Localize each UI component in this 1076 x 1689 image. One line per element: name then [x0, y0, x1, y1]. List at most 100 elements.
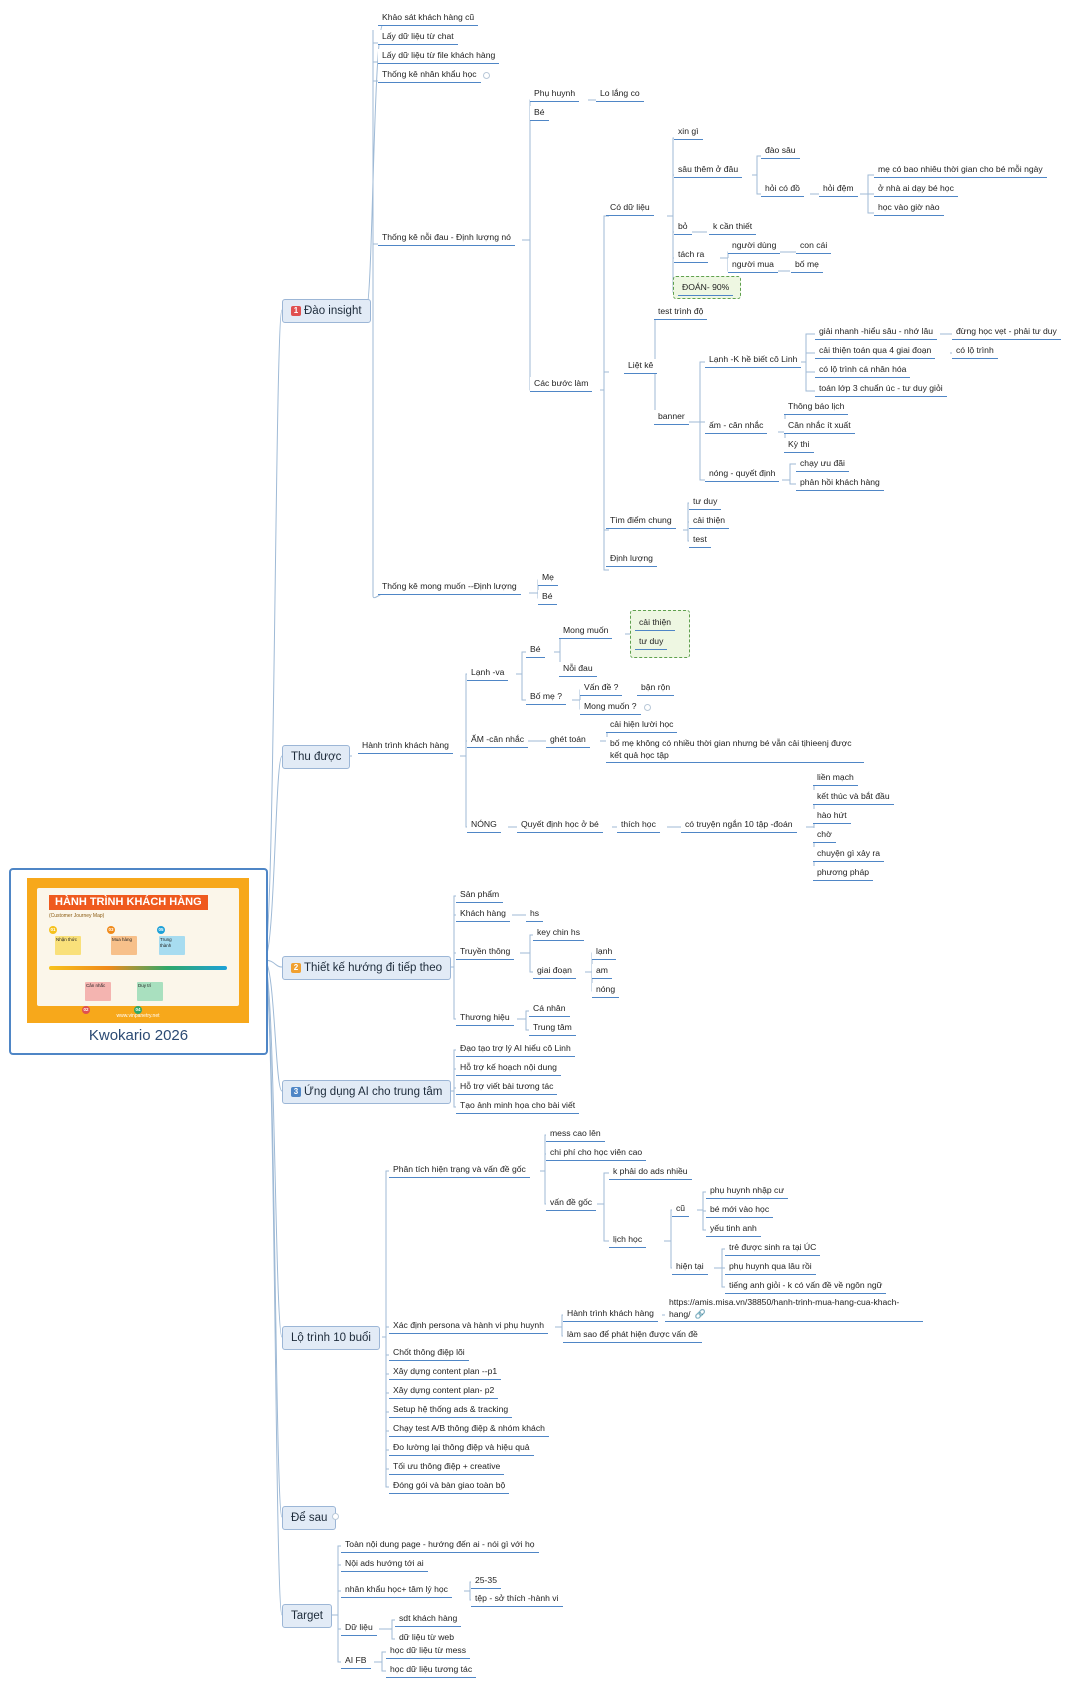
- collapse-toggle[interactable]: [483, 72, 490, 79]
- subtopic[interactable]: Dữ liệu: [341, 1621, 377, 1636]
- subtopic[interactable]: học vào giờ nào: [874, 201, 944, 216]
- subtopic[interactable]: Đóng gói và bàn giao toàn bộ: [389, 1479, 510, 1494]
- subtopic[interactable]: có lộ trình: [952, 344, 998, 359]
- subtopic[interactable]: Bố mẹ ?: [526, 690, 567, 705]
- subtopic[interactable]: liền mạch: [813, 771, 858, 786]
- subtopic[interactable]: người dùng: [728, 239, 781, 254]
- subtopic[interactable]: Toàn nội dung page - hướng đến ai - nói …: [341, 1538, 539, 1553]
- subtopic[interactable]: Phụ huynh: [530, 87, 580, 102]
- link-subtopic[interactable]: https://amis.misa.vn/38850/hanh-trinh-mu…: [665, 1296, 923, 1322]
- subtopic[interactable]: Bé: [526, 643, 545, 658]
- subtopic[interactable]: Tìm điểm chung: [606, 514, 676, 529]
- subtopic[interactable]: đào sâu: [761, 144, 800, 159]
- subtopic[interactable]: Đo lường lại thông điệp và hiệu quả: [389, 1441, 534, 1456]
- subtopic[interactable]: làm sao để phát hiện được vấn đề: [563, 1328, 702, 1343]
- subtopic[interactable]: cải thiện: [689, 514, 730, 529]
- subtopic[interactable]: yếu tinh anh: [706, 1222, 761, 1237]
- subtopic[interactable]: nhân khẩu học+ tâm lý học: [341, 1583, 452, 1598]
- collapse-toggle[interactable]: [332, 1513, 339, 1520]
- subtopic[interactable]: bỏ: [674, 220, 692, 235]
- subtopic[interactable]: k phải do ads nhiều: [609, 1165, 692, 1180]
- subtopic[interactable]: tách ra: [674, 248, 709, 263]
- subtopic[interactable]: Trung tâm: [529, 1021, 576, 1036]
- subtopic[interactable]: học dữ liệu tương tác: [386, 1663, 477, 1678]
- subtopic[interactable]: con cái: [796, 239, 832, 254]
- subtopic[interactable]: bố mẹ không có nhiều thời gian nhưng bé …: [606, 737, 864, 763]
- link-icon[interactable]: 🔗: [694, 1309, 706, 1319]
- subtopic[interactable]: am: [592, 964, 612, 979]
- hyperlink-url[interactable]: https://amis.misa.vn/38850/hanh-trinh-mu…: [669, 1297, 900, 1319]
- subtopic[interactable]: Thương hiệu: [456, 1011, 514, 1026]
- topic-target[interactable]: Target: [282, 1604, 332, 1628]
- subtopic[interactable]: phụ huynh qua lâu rồi: [725, 1260, 816, 1275]
- subtopic[interactable]: học dữ liệu từ mess: [386, 1644, 470, 1659]
- subtopic[interactable]: chi phí cho học viên cao: [546, 1146, 647, 1161]
- subtopic[interactable]: thích học: [617, 818, 660, 833]
- subtopic[interactable]: cải thiện: [635, 616, 676, 631]
- subtopic[interactable]: Cá nhân: [529, 1002, 570, 1017]
- subtopic[interactable]: Đạo tạo trợ lý AI hiểu cô Linh: [456, 1042, 575, 1057]
- subtopic[interactable]: tiếng anh giỏi - k có vấn đề về ngôn ngữ: [725, 1279, 887, 1294]
- subtopic[interactable]: sâu thêm ở đâu: [674, 163, 743, 178]
- subtopic[interactable]: Chạy test A/B thông điệp & nhóm khách: [389, 1422, 549, 1437]
- subtopic[interactable]: ẤM -cân nhắc: [467, 733, 529, 748]
- subtopic[interactable]: Xây dựng content plan- p2: [389, 1384, 499, 1399]
- subtopic[interactable]: người mua: [728, 258, 778, 273]
- subtopic[interactable]: ấm - cân nhắc: [705, 419, 768, 434]
- subtopic[interactable]: Bé: [530, 106, 549, 121]
- subtopic[interactable]: trẻ được sinh ra tại ÚC: [725, 1241, 821, 1256]
- subtopic[interactable]: chờ: [813, 828, 836, 843]
- subtopic[interactable]: test: [689, 533, 711, 548]
- subtopic[interactable]: Cân nhắc ít xuất: [784, 419, 855, 434]
- subtopic[interactable]: hỏi đệm: [819, 182, 858, 197]
- subtopic[interactable]: cũ: [672, 1202, 690, 1217]
- subtopic[interactable]: Có dữ liệu: [606, 201, 654, 216]
- subtopic[interactable]: Sản phẩm: [456, 888, 504, 903]
- subtopic[interactable]: Thông báo lịch: [784, 400, 849, 415]
- subtopic[interactable]: mẹ có bao nhiêu thời gian cho bé mỗi ngà…: [874, 163, 1047, 178]
- subtopic[interactable]: Thống kê mong muốn --Định lượng: [378, 580, 521, 595]
- subtopic[interactable]: Lạnh -K hề biết cô Linh: [705, 353, 802, 368]
- subtopic[interactable]: ghét toán: [546, 733, 590, 748]
- subtopic[interactable]: đừng học vẹt - phải tư duy: [952, 325, 1061, 340]
- subtopic[interactable]: bố mẹ: [791, 258, 823, 273]
- subtopic[interactable]: Thống kê nhân khẩu học: [378, 68, 481, 83]
- subtopic[interactable]: chuyện gì xảy ra: [813, 847, 885, 862]
- subtopic[interactable]: banner: [654, 410, 689, 425]
- collapse-toggle[interactable]: [644, 704, 651, 711]
- subtopic[interactable]: vấn đề gốc: [546, 1196, 597, 1211]
- subtopic[interactable]: Chốt thông điệp lõi: [389, 1346, 469, 1361]
- subtopic[interactable]: Hành trình khách hàng: [563, 1307, 658, 1322]
- subtopic[interactable]: bận rộn: [637, 681, 675, 696]
- subtopic[interactable]: sdt khách hàng: [395, 1612, 462, 1627]
- subtopic[interactable]: Định lượng: [606, 552, 657, 567]
- subtopic[interactable]: Quyết định học ở bé: [517, 818, 603, 833]
- subtopic[interactable]: phương pháp: [813, 866, 874, 881]
- subtopic[interactable]: Kỳ thi: [784, 438, 814, 453]
- subtopic[interactable]: Tối ưu thông điệp + creative: [389, 1460, 505, 1475]
- subtopic[interactable]: nóng: [592, 983, 620, 998]
- subtopic[interactable]: giai đoạn: [533, 964, 576, 979]
- subtopic[interactable]: 25-35: [471, 1574, 501, 1589]
- topic-de-sau[interactable]: Để sau: [282, 1506, 337, 1530]
- subtopic[interactable]: Tạo ảnh minh họa cho bài viết: [456, 1099, 580, 1114]
- subtopic[interactable]: k cần thiết: [709, 220, 757, 235]
- subtopic[interactable]: Truyền thông: [456, 945, 515, 960]
- subtopic[interactable]: giải nhanh -hiểu sâu - nhớ lâu: [815, 325, 938, 340]
- subtopic[interactable]: Bé: [538, 590, 557, 605]
- subtopic[interactable]: Nỗi đau: [559, 662, 597, 677]
- subtopic[interactable]: ở nhà ai dạy bé học: [874, 182, 958, 197]
- subtopic[interactable]: tư duy: [635, 635, 668, 650]
- subtopic[interactable]: toán lớp 3 chuẩn úc - tư duy giỏi: [815, 382, 947, 397]
- subtopic[interactable]: Thống kê nỗi đau - Định lượng nó: [378, 231, 515, 246]
- subtopic[interactable]: Xây dựng content plan --p1: [389, 1365, 502, 1380]
- subtopic[interactable]: có truyện ngắn 10 tập -đoán: [681, 818, 797, 833]
- subtopic[interactable]: Mẹ: [538, 571, 558, 586]
- subtopic[interactable]: cải hiện lười học: [606, 718, 678, 733]
- subtopic[interactable]: tệp - sở thích -hành vi: [471, 1592, 563, 1607]
- subtopic[interactable]: tư duy: [689, 495, 722, 510]
- subtopic[interactable]: Xác định persona và hành vi phụ huynh: [389, 1319, 548, 1334]
